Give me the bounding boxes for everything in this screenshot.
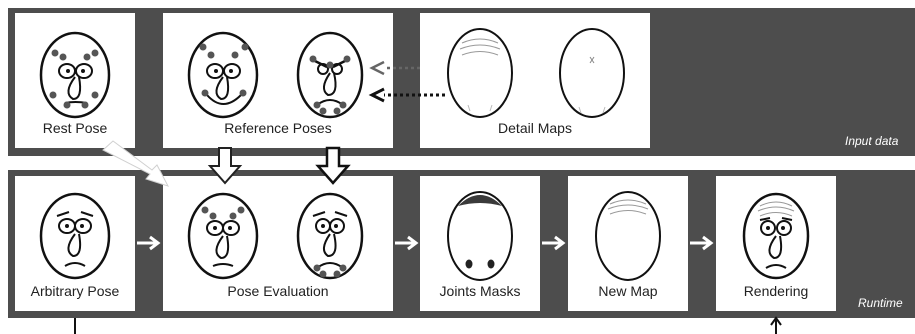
joints-masks-panel: Joints Masks [420,176,540,311]
pose-evaluation-face-2 [296,192,364,280]
pose-evaluation-face-1 [187,192,259,280]
detail-map-1 [447,28,513,118]
reference-down-arrow-2 [315,146,351,185]
arbitrary-pose-panel: Arbitrary Pose [15,176,135,311]
new-map-caption: New Map [598,283,658,299]
flow-arrow-evaluation-to-masks [395,235,419,251]
rest-pose-face [39,31,111,119]
pose-evaluation-caption: Pose Evaluation [227,283,329,299]
runtime-label: Runtime [858,296,903,310]
pose-evaluation-panel: Pose Evaluation [163,176,393,311]
detail-maps-panel: Detail Maps [420,13,650,148]
arbitrary-pose-face [39,192,111,280]
reference-pose-face-1 [187,31,259,119]
rest-pose-panel: Rest Pose [15,13,135,148]
reference-pose-face-2 [296,31,364,119]
reference-down-arrow-1 [207,147,243,185]
rendering-face [742,192,810,280]
new-map-panel: New Map [568,176,688,311]
reference-poses-panel: Reference Poses [163,13,393,148]
flow-arrow-masks-to-newmap [542,235,566,251]
dotted-arrow-top [369,60,420,76]
joints-masks-caption: Joints Masks [439,283,521,299]
rendering-panel: Rendering [716,176,836,311]
arbitrary-pose-caption: Arbitrary Pose [30,283,120,299]
new-map-face [595,191,661,281]
reference-poses-caption: Reference Poses [224,120,332,136]
input-data-label: Input data [845,134,899,148]
rest-to-evaluation-arrow [102,140,170,187]
flow-arrow-newmap-to-rendering [690,235,714,251]
bottom-connector-right [770,316,782,334]
rest-pose-caption: Rest Pose [42,120,108,136]
detail-maps-caption: Detail Maps [498,120,572,136]
detail-map-2 [559,28,625,118]
flow-arrow-arbitrary-to-evaluation [137,235,161,251]
joints-mask-face [447,191,513,281]
dotted-arrow-bottom [368,87,445,103]
rendering-caption: Rendering [743,283,809,299]
